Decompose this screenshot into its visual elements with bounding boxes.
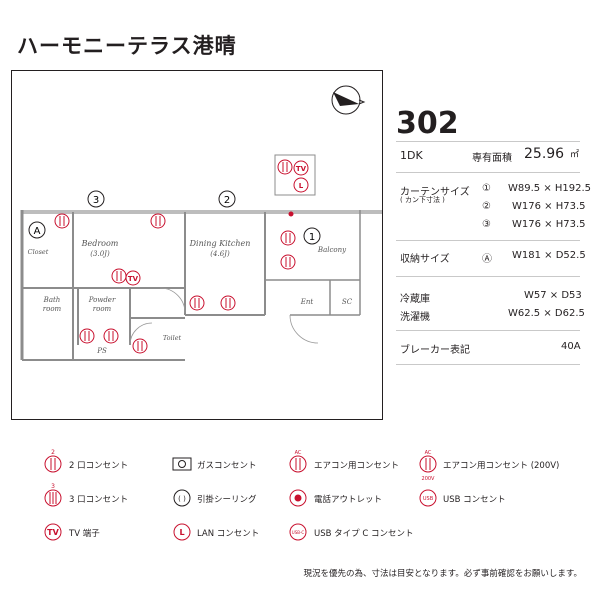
curtain-1-size: W89.5 × H192.5 [508, 183, 592, 194]
usb-outlet-icon: USB [419, 489, 437, 507]
svg-text:L: L [299, 182, 304, 190]
breaker-label: ブレーカー表記 [400, 345, 470, 356]
fridge-size: W57 × D53 [524, 290, 582, 301]
room-dining-label: Dining Kitchen [189, 239, 251, 248]
lan-plan-icon: L [293, 177, 309, 193]
north-arrow-icon [331, 85, 366, 115]
curtain-sublabel: ( カン下寸法 ) [400, 196, 445, 204]
legend-outlet2-label: 2 口コンセント [69, 461, 129, 471]
storage-no: Ⓐ [482, 254, 492, 265]
walls [20, 154, 382, 361]
curtain-1-no: ① [482, 183, 491, 194]
floor-plan-frame [11, 70, 383, 420]
gas-outlet-icon [172, 457, 192, 471]
divider [396, 172, 580, 173]
room-dining-size: (4.6J) [210, 250, 230, 258]
svg-text:USB: USB [423, 496, 434, 502]
outlet-symbols [54, 159, 296, 354]
usb-c-outlet-icon: USB-C [289, 523, 307, 541]
room-number: 302 [396, 106, 459, 141]
svg-text:3: 3 [93, 195, 99, 206]
svg-text:USB-C: USB-C [292, 530, 305, 535]
divider [396, 276, 580, 277]
lan-outlet-icon: L [173, 523, 191, 541]
room-bath-label-2: room [43, 305, 62, 313]
legend-ceiling-label: 引掛シーリング [197, 495, 257, 505]
ac-outlet-icon: AC [289, 450, 307, 473]
legend-usbc-label: USB タイプ C コンセント [314, 529, 414, 539]
svg-text:TV: TV [47, 528, 59, 537]
legend-gas-label: ガスコンセント [197, 461, 257, 471]
area-value: 25.96 [524, 146, 565, 162]
room-bath-label: Bath [43, 296, 61, 304]
room-powder-label-2: room [93, 305, 112, 313]
breaker-value: 40A [561, 341, 581, 352]
legend-ac-label: エアコン用コンセント [314, 461, 400, 471]
curtain-2-size: W176 × H73.5 [512, 201, 586, 212]
legend-usb-label: USB コンセント [443, 495, 506, 505]
room-balcony-label: Balcony [317, 246, 347, 254]
storage-marker-a: A [28, 221, 46, 239]
washer-label: 洗濯機 [400, 312, 430, 323]
svg-text:A: A [34, 226, 41, 237]
window-marker-1: 1 [303, 227, 321, 245]
legend-ac200-label: エアコン用コンセント (200V) [443, 461, 560, 471]
tv-terminal-plan-icon: TV TV [125, 160, 309, 286]
room-toilet-label: Toilet [163, 334, 182, 342]
svg-text:200V: 200V [422, 476, 436, 482]
window-marker-2: 2 [218, 190, 236, 208]
divider [396, 330, 580, 331]
curtain-label: カーテンサイズ [400, 187, 470, 198]
outlet-2-icon: 2 [44, 449, 62, 473]
svg-text:TV: TV [296, 165, 307, 173]
svg-text:1: 1 [309, 232, 315, 243]
storage-label: 収納サイズ [400, 254, 450, 265]
svg-text:TV: TV [128, 275, 139, 283]
legend-outlet3-label: 3 口コンセント [69, 495, 129, 505]
divider [396, 364, 580, 365]
room-powder-label: Powder [88, 296, 116, 304]
ceiling-hook-icon: ( ) [173, 489, 191, 507]
washer-size: W62.5 × D62.5 [508, 308, 585, 319]
phone-outlet-icon [289, 489, 307, 507]
outlet-3-icon: 3 [44, 483, 62, 507]
room-bedroom-size: (3.0J) [90, 250, 110, 258]
area-unit: ㎡ [570, 150, 580, 160]
ac-200v-outlet-icon: AC 200V [419, 450, 437, 482]
curtain-3-no: ③ [482, 219, 491, 230]
curtain-2-no: ② [482, 201, 491, 212]
property-title: ハーモニーテラス港晴 [17, 34, 237, 58]
svg-text:AC: AC [295, 450, 302, 456]
room-bedroom-label: Bedroom [81, 239, 119, 248]
room-ent-label: Ent [300, 298, 314, 306]
divider [396, 141, 580, 142]
legend-tv-label: TV 端子 [69, 529, 100, 539]
svg-text:( ): ( ) [178, 495, 186, 503]
layout-type: 1DK [400, 149, 423, 162]
tv-terminal-icon: TV [44, 523, 62, 541]
room-closet-label: Closet [28, 248, 49, 256]
svg-text:3: 3 [51, 483, 55, 490]
divider [396, 240, 580, 241]
curtain-3-size: W176 × H73.5 [512, 219, 586, 230]
room-ps-label: PS [96, 347, 107, 355]
disclaimer-note: 現況を優先の為、寸法は目安となります。必ず事前確認をお願いします。 [303, 569, 582, 579]
storage-size: W181 × D52.5 [512, 250, 586, 261]
area-label: 専有面積 [472, 153, 512, 164]
room-sc-label: SC [342, 298, 353, 306]
svg-text:AC: AC [425, 450, 432, 456]
svg-text:2: 2 [51, 449, 55, 456]
window-marker-3: 3 [87, 190, 105, 208]
svg-text:L: L [179, 528, 184, 537]
legend-phone-label: 電話アウトレット [314, 495, 383, 505]
fridge-label: 冷蔵庫 [400, 294, 430, 305]
svg-text:2: 2 [224, 195, 230, 206]
legend-lan-label: LAN コンセント [197, 529, 260, 539]
